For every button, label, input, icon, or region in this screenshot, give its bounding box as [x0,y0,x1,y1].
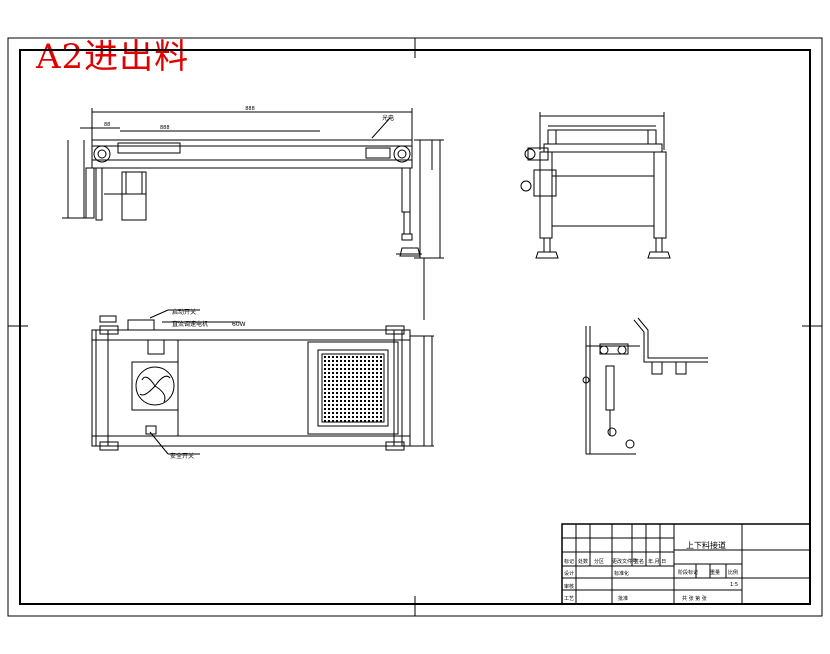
top-view [91,309,434,455]
center-ticks [8,38,822,616]
outer-frame [7,37,823,617]
start-switch-label: 启动开关 [172,308,196,316]
inner-frame [19,49,811,605]
sheet-count: 共 张 第 张 [682,595,707,602]
col-signature: 签名 [634,558,644,565]
sensor-label: 光电 [382,114,394,122]
safety-switch-label: 安全开关 [170,452,194,460]
col-change-doc: 更改文件号 [612,558,637,565]
drawing-title: A2进出料 [36,37,190,77]
approve-label: 批准 [618,595,628,602]
small-dim-a: 88 [104,122,110,128]
detail-view [582,317,708,455]
title-block-text: 标记 处数 分区 更改文件号 签名 年.月.日 设计 标准化 审核 工艺 批准 … [564,558,738,602]
weight-label: 重量 [710,569,720,576]
scale-label: 比例 [728,569,738,576]
overall-length-dim: 888 [245,106,255,112]
check-label: 审核 [564,583,574,590]
stage-label: 阶段标记 [678,569,698,576]
motor-label: 直流调速电机 [172,320,208,328]
side-view [520,112,671,259]
design-label: 设计 [564,570,574,577]
part-name: 上下料接道 [686,540,726,550]
standard-label: 标准化 [614,570,629,577]
belt-dim: 888 [160,125,170,131]
col-zone: 分区 [594,558,604,565]
col-date: 年.月.日 [648,558,666,565]
title-block [561,523,811,605]
front-view: 888 88 888 光电 [62,106,444,320]
motor-power-label: 60W [232,321,246,328]
col-count: 处数 [578,558,588,565]
scale-value: 1:5 [730,582,738,588]
process-label: 工艺 [564,596,574,602]
col-mark: 标记 [564,558,574,565]
